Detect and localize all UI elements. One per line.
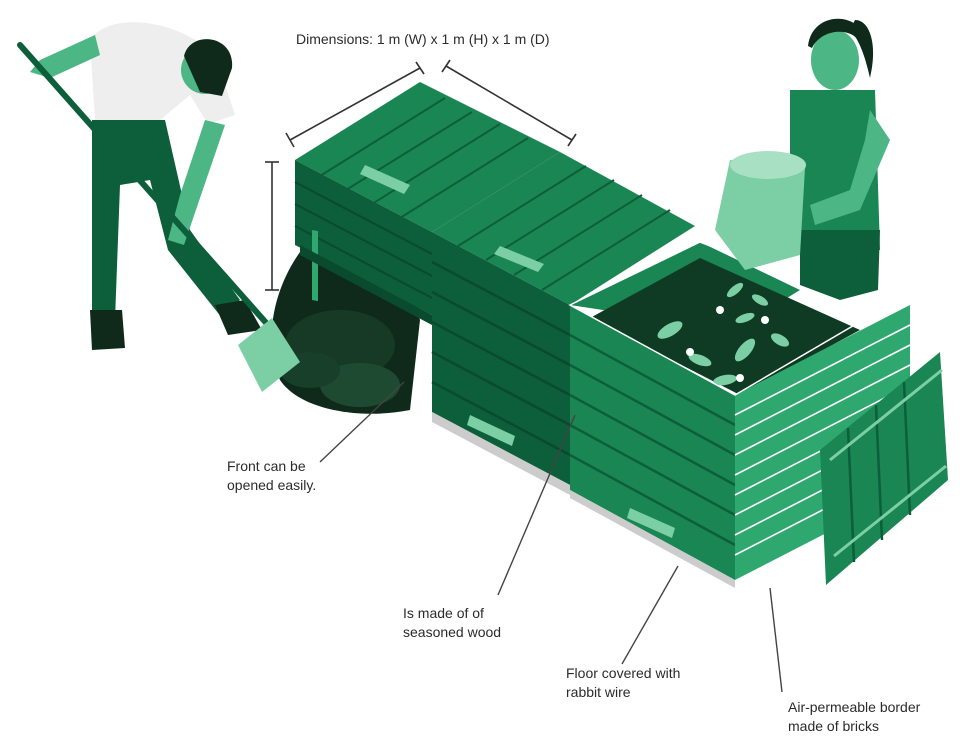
- dimensions-label: Dimensions: 1 m (W) x 1 m (H) x 1 m (D): [296, 31, 550, 47]
- callout-floor: Floor covered with rabbit wire: [566, 664, 680, 702]
- left-compost-chamber: [294, 82, 560, 325]
- callout-front: Front can be opened easily.: [227, 457, 316, 495]
- callout-floor-line1: Floor covered with: [566, 665, 681, 681]
- leader-lines: [319, 381, 783, 693]
- callout-bricks-line1: Air-permeable border: [788, 699, 921, 715]
- open-front-door: [820, 352, 948, 585]
- callout-wood-line1: Is made of of: [403, 605, 484, 621]
- callout-front-line2: opened easily.: [227, 477, 317, 493]
- woman-with-bucket: [715, 18, 890, 324]
- man-with-shovel: [17, 22, 300, 392]
- callout-bricks: Air-permeable border made of bricks: [788, 698, 920, 736]
- dimension-lines: [265, 59, 577, 291]
- middle-compost-chamber: [431, 152, 695, 495]
- callout-wood-line2: seasoned wood: [403, 624, 502, 640]
- callout-wood: Is made of of seasoned wood: [403, 604, 501, 642]
- callout-floor-line2: rabbit wire: [566, 684, 631, 700]
- callout-bricks-line2: made of bricks: [788, 718, 880, 734]
- callout-front-line1: Front can be: [227, 458, 306, 474]
